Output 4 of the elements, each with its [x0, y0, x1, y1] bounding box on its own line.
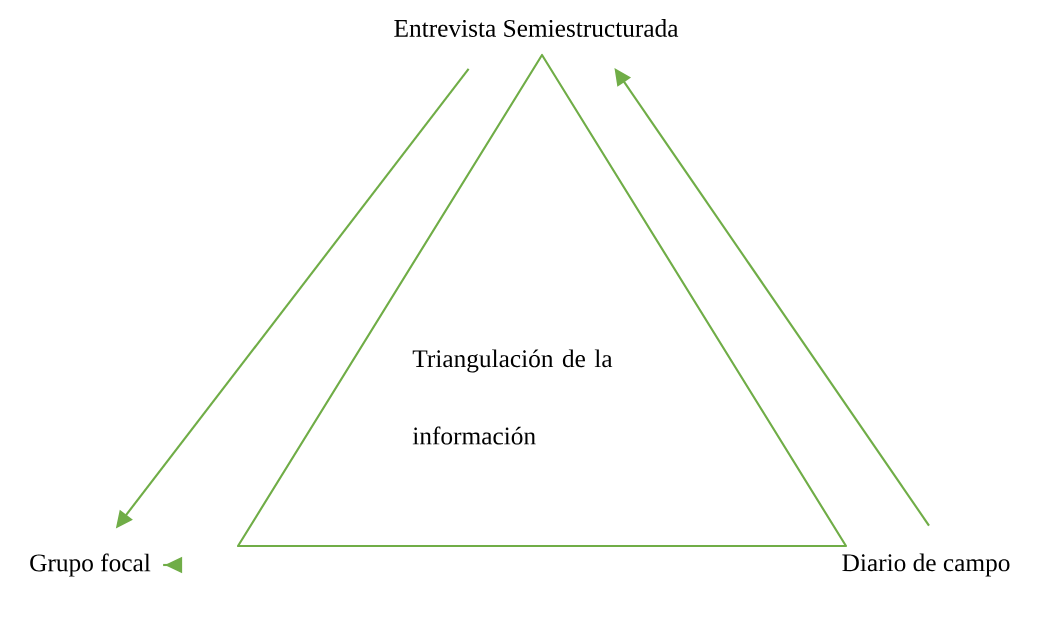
triangle: Triangulación de la información: [236, 53, 848, 548]
label-text: Grupo focal: [30, 553, 151, 577]
label-text: Diario de campo: [842, 553, 1010, 577]
label-text: Entrevista Semiestructurada: [394, 19, 679, 37]
